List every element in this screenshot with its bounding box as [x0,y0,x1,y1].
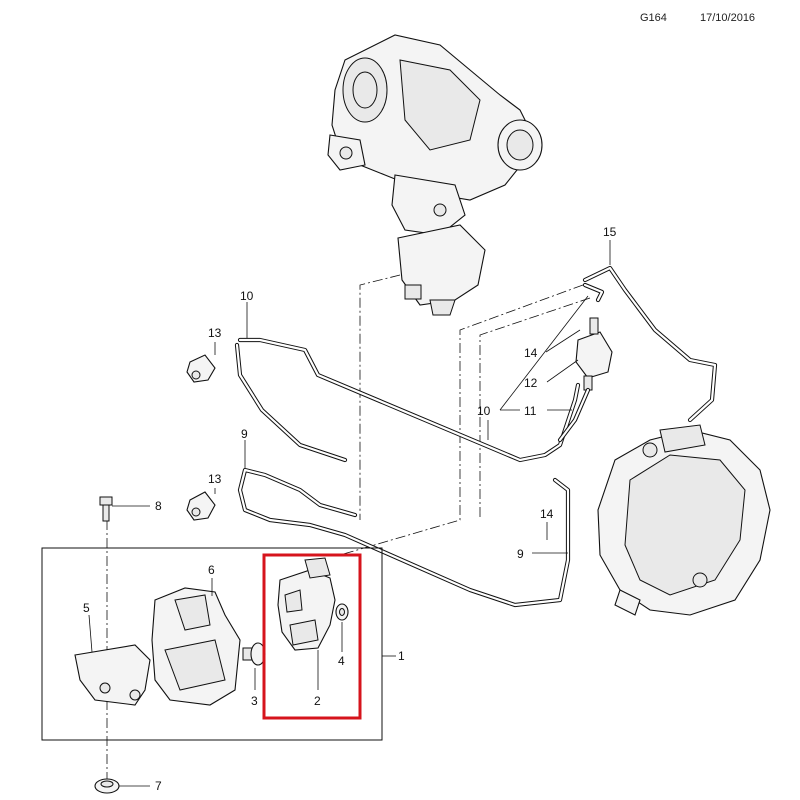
callout-8: 8 [155,499,162,513]
callout-12: 12 [524,376,538,390]
callout-7: 7 [155,779,162,793]
assembly-frame [41,547,383,741]
turbocharger-illustration [327,34,543,316]
callout-9-lower: 9 [517,547,524,561]
reference-line-lower [479,297,591,520]
bracket-5 [74,644,151,706]
hose-9 [237,467,571,608]
callout-3: 3 [251,694,258,708]
leader-lines [88,240,611,787]
vacuum-filter [557,317,613,443]
reference-line-upper [339,284,584,556]
hose-10 [234,337,581,463]
callout-6: 6 [208,563,215,577]
bracket-6 [151,587,241,706]
washer-4 [335,603,349,621]
callout-14-lower: 14 [540,507,554,521]
callout-9-upper: 9 [241,427,248,441]
callout-1: 1 [398,649,405,663]
reference-line-turbo [359,274,401,520]
callout-14-upper: 14 [524,346,538,360]
callout-2: 2 [314,694,321,708]
diagram-header-code: G164 [640,12,667,24]
callout-13-lower: 13 [208,472,222,486]
nut-7 [94,778,120,794]
hose-15 [582,265,718,423]
callout-labels: 1 2 3 4 5 6 7 8 9 9 10 10 11 12 13 13 14… [83,225,617,793]
callout-10-lower: 10 [477,404,491,418]
hose-clip-upper [186,354,216,383]
callout-15: 15 [603,225,617,239]
callout-13-upper: 13 [208,326,222,340]
vacuum-pump-illustration [597,424,771,616]
grommet-3 [242,642,266,666]
diagram-header-date: 17/10/2016 [700,12,756,24]
bolt-8 [99,496,113,522]
hose-clip-lower [186,491,216,521]
callout-4: 4 [338,654,345,668]
highlight-box[interactable] [262,553,362,720]
callout-5: 5 [83,601,90,615]
callout-10-upper: 10 [240,289,254,303]
callout-11: 11 [524,404,537,418]
solenoid-valve-2[interactable] [277,557,336,651]
